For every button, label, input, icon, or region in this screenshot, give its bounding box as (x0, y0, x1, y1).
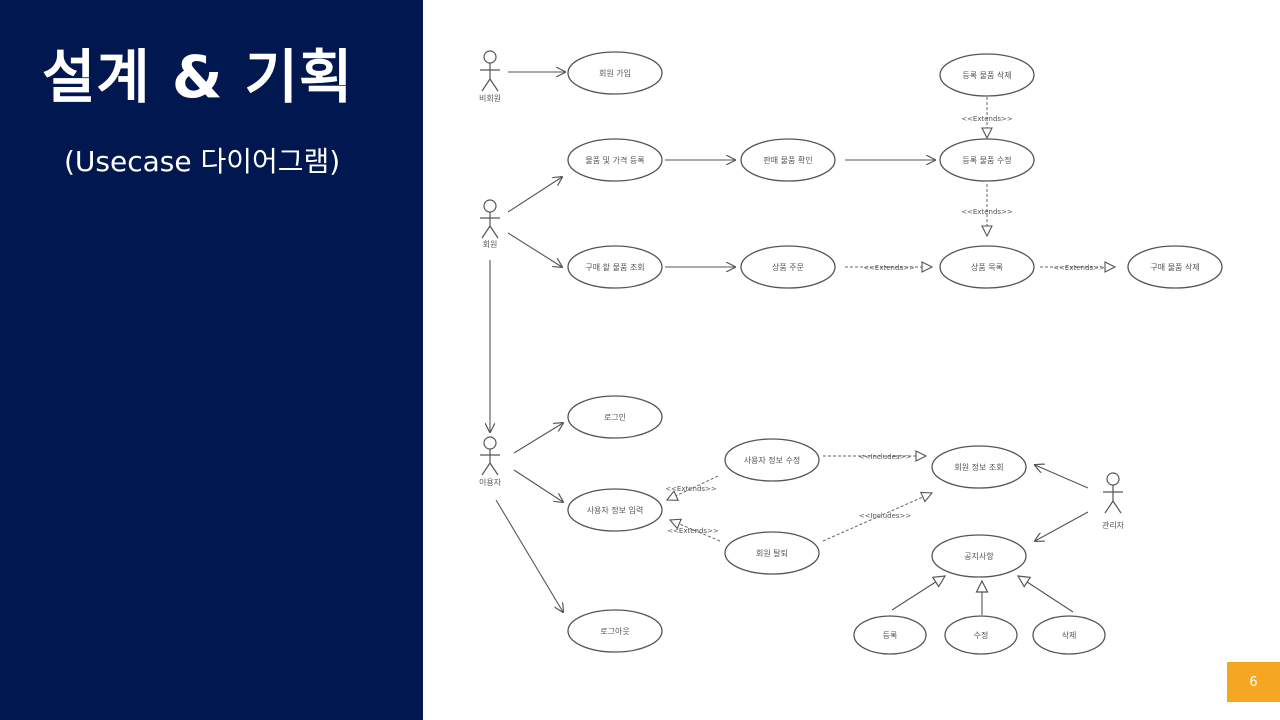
assoc-user-login (513, 423, 563, 454)
label-extends-2: <<Extends>> (961, 208, 1013, 216)
usecase-confirm-sale: 판매 물품 확인 (740, 138, 836, 182)
assoc-admin-notice (1035, 511, 1089, 541)
title-panel: 설계 & 기획 (Usecase 다이어그램) (0, 0, 423, 720)
actor-member: 회원 (480, 199, 500, 249)
page-number-badge: 6 (1227, 662, 1280, 702)
slide-subtitle: (Usecase 다이어그램) (64, 145, 341, 178)
usecase-notice-register: 등록 (853, 615, 927, 655)
usecase-login: 로그인 (567, 395, 663, 439)
actor-admin-label: 관리자 (1102, 520, 1125, 530)
usecase-join: 회원 가입 (567, 51, 663, 95)
usecase-view-member-info: 회원 정보 조회 (931, 445, 1027, 489)
usecase-notice-delete: 삭제 (1032, 615, 1106, 655)
assoc-user-logout (495, 499, 563, 612)
extend-modifyinfo-input (667, 475, 719, 500)
usecase-notice-label: 공지사항 (964, 552, 994, 561)
usecase-item-list: 상품 목록 (939, 245, 1035, 289)
usecase-register-item: 물품 및 가격 등록 (567, 138, 663, 182)
label-extends-3: <<Extends>> (863, 264, 915, 272)
usecase-notice: 공지사항 (931, 534, 1027, 578)
label-extends-6: <<Extends>> (667, 527, 719, 535)
usecase-search-purchase-label: 구매 할 물품 조회 (585, 262, 644, 272)
usecase-withdraw-label: 회원 탈퇴 (756, 548, 788, 558)
usecase-view-member-info-label: 회원 정보 조회 (954, 462, 1003, 472)
usecase-logout-label: 로그아웃 (600, 626, 629, 636)
label-extends-1: <<Extends>> (961, 115, 1013, 123)
usecase-login-label: 로그인 (604, 412, 626, 422)
assoc-member-search (507, 232, 562, 267)
assoc-member-register (507, 177, 562, 213)
usecase-diagram: 비회원 회원 이용자 관리자 (479, 50, 1223, 655)
usecase-search-purchase: 구매 할 물품 조회 (567, 245, 663, 289)
label-includes-1: <<Includes>> (859, 453, 912, 461)
actor-user: 이용자 (479, 436, 502, 487)
usecase-modify-item-label: 등록 물품 수정 (962, 155, 1011, 165)
usecase-notice-delete-label: 삭제 (1062, 630, 1077, 640)
usecase-delete-purchase-label: 구매 물품 삭제 (1150, 262, 1199, 272)
usecase-delete-item-label: 등록 물품 삭제 (962, 70, 1011, 80)
actor-user-label: 이용자 (479, 477, 502, 487)
usecase-join-label: 회원 가입 (599, 69, 631, 78)
actor-member-label: 회원 (483, 240, 498, 249)
label-includes-2: <<Includes>> (859, 512, 912, 520)
extend-withdraw-input (670, 520, 721, 542)
gen-register-notice (891, 576, 945, 611)
usecase-order-item-label: 상품 주문 (772, 262, 804, 272)
usecase-notice-register-label: 등록 (883, 631, 898, 640)
usecase-notice-modify: 수정 (944, 615, 1018, 655)
usecase-order-item: 상품 주문 (740, 245, 836, 289)
usecase-modify-user-info: 사용자 정보 수정 (724, 438, 820, 482)
usecase-register-item-label: 물품 및 가격 등록 (585, 155, 644, 165)
actor-non-member-label: 비회원 (479, 94, 501, 103)
page-number: 6 (1249, 674, 1258, 690)
usecase-modify-item: 등록 물품 수정 (939, 138, 1035, 182)
usecase-input-user-info: 사용자 정보 입력 (567, 488, 663, 532)
usecase-input-user-info-label: 사용자 정보 입력 (587, 505, 644, 515)
usecase-modify-user-info-label: 사용자 정보 수정 (744, 455, 801, 465)
usecase-notice-modify-label: 수정 (974, 630, 989, 640)
gen-delete-notice (1018, 576, 1074, 613)
usecase-confirm-sale-label: 판매 물품 확인 (763, 155, 812, 165)
slide-title: 설계 & 기획 (42, 43, 354, 111)
usecase-withdraw: 회원 탈퇴 (724, 531, 820, 575)
usecase-delete-item: 등록 물품 삭제 (939, 53, 1035, 97)
label-extends-4: <<Extends>> (1053, 264, 1105, 272)
actor-non-member: 비회원 (479, 50, 501, 103)
assoc-user-input (513, 469, 563, 502)
usecase-logout: 로그아웃 (567, 609, 663, 653)
usecase-delete-purchase: 구매 물품 삭제 (1127, 245, 1223, 289)
actor-admin: 관리자 (1102, 472, 1125, 530)
usecase-item-list-label: 상품 목록 (971, 262, 1003, 272)
label-extends-5: <<Extends>> (665, 485, 717, 493)
assoc-admin-view (1035, 465, 1089, 489)
